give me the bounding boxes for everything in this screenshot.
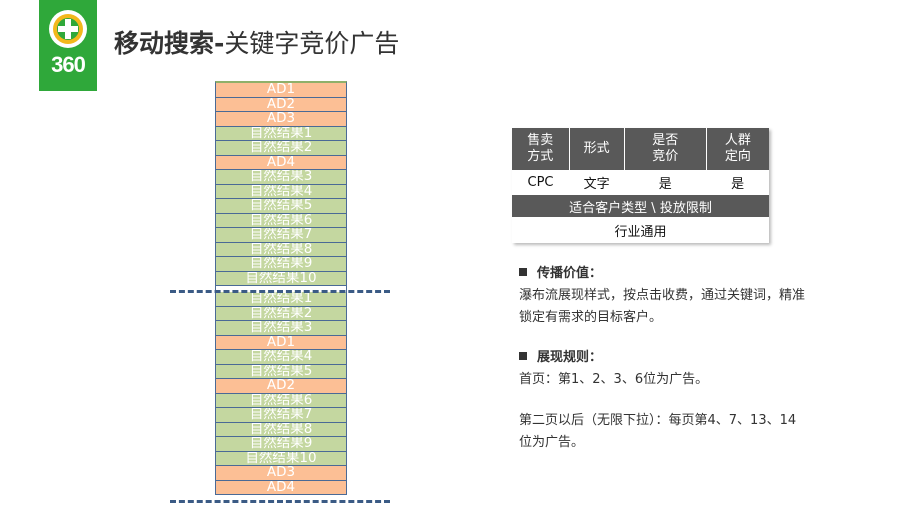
rules-text-3: 位为广告。	[519, 435, 585, 450]
natural-result-row: 自然结果3	[216, 321, 346, 336]
value-sale: CPC	[512, 170, 569, 195]
bullet-square-icon	[519, 268, 527, 276]
ad-row: AD3	[216, 112, 346, 127]
natural-result-row: 自然结果5	[216, 199, 346, 214]
spread-text-1: 瀑布流展现样式，按点击收费，通过关键词，精准	[519, 288, 806, 303]
industry-cell: 行业通用	[512, 217, 769, 243]
ad-row: AD4	[216, 480, 346, 495]
natural-result-row: 自然结果7	[216, 408, 346, 423]
header-bidding: 是否竞价	[624, 128, 707, 170]
ad-row: AD1	[216, 335, 346, 350]
ad-row: AD4	[216, 155, 346, 170]
natural-result-row: 自然结果6	[216, 393, 346, 408]
value-bidding: 是	[624, 170, 707, 195]
page-break-divider-bottom	[170, 500, 390, 503]
natural-result-row: 自然结果8	[216, 422, 346, 437]
value-targeting: 是	[706, 170, 769, 195]
page-title: 移动搜索-关键字竞价广告	[114, 24, 399, 60]
client-type-bar: 适合客户类型 \ 投放限制	[512, 195, 769, 217]
natural-result-row: 自然结果5	[216, 364, 346, 379]
rules-heading: 展现规则：	[519, 347, 708, 369]
natural-result-row: 自然结果7	[216, 228, 346, 243]
header-form: 形式	[569, 128, 625, 170]
natural-result-row: 自然结果4	[216, 350, 346, 365]
natural-result-row: 自然结果3	[216, 170, 346, 185]
natural-result-row: 自然结果9	[216, 437, 346, 452]
natural-result-row: 自然结果10	[216, 271, 346, 286]
natural-result-row: 自然结果6	[216, 213, 346, 228]
rules-text-2: 第二页以后（无限下拉）：每页第4、7、13、14	[519, 413, 797, 428]
ad-row: AD1	[216, 83, 346, 98]
ad-row: AD2	[216, 97, 346, 112]
spread-heading: 传播价值：	[519, 263, 805, 285]
bullet-square-icon	[519, 352, 527, 360]
rules-text-1: 首页：第1、2、3、6位为广告。	[519, 372, 709, 387]
header-sale: 售卖方式	[512, 128, 570, 170]
natural-result-row: 自然结果2	[216, 141, 346, 156]
spread-text-2: 锁定有需求的目标客户。	[519, 310, 663, 325]
ad-row: AD3	[216, 466, 346, 481]
spread-section: 传播价值： 瀑布流展现样式，按点击收费，通过关键词，精准 锁定有需求的目标客户。	[519, 263, 805, 329]
logo-text: 360	[51, 52, 86, 77]
natural-result-row: 自然结果1	[216, 126, 346, 141]
title-bold: 移动搜索-	[114, 29, 225, 58]
natural-result-row: 自然结果10	[216, 451, 346, 466]
natural-result-row: 自然结果4	[216, 184, 346, 199]
natural-result-row: 自然结果2	[216, 306, 346, 321]
plus-icon	[49, 10, 87, 48]
logo-360: 360	[39, 0, 97, 91]
page-break-divider	[170, 290, 390, 293]
natural-result-row: 自然结果9	[216, 257, 346, 272]
ad-row: AD2	[216, 379, 346, 394]
rules-section-2: 第二页以后（无限下拉）：每页第4、7、13、14 位为广告。	[519, 410, 796, 454]
title-normal: 关键字竞价广告	[224, 29, 400, 58]
header-targeting: 人群定向	[706, 128, 769, 170]
rules-section: 展现规则： 首页：第1、2、3、6位为广告。	[519, 347, 708, 391]
ad-spec-table: 售卖方式 形式 是否竞价 人群定向 CPC 文字 是 是 适合客户类型 \ 投放…	[512, 128, 769, 243]
natural-result-row: 自然结果8	[216, 242, 346, 257]
value-form: 文字	[569, 170, 625, 195]
natural-result-row: 自然结果1	[216, 292, 346, 307]
